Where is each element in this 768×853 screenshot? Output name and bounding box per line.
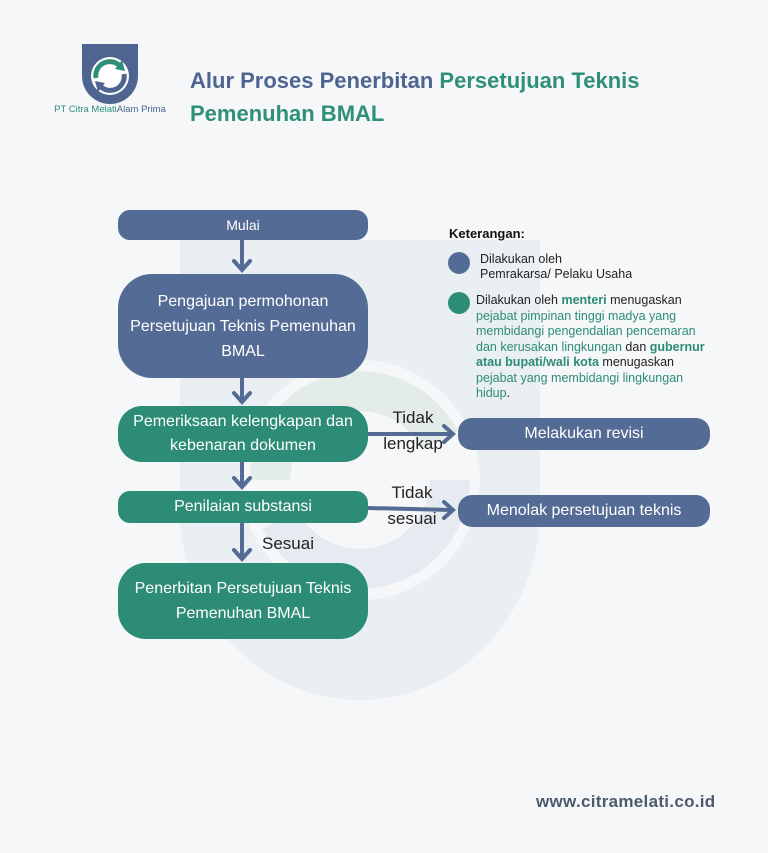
legend-blue-dot-icon bbox=[448, 252, 470, 274]
check-node: Pemeriksaan kelengkapan dan kebenaran do… bbox=[118, 406, 368, 462]
company-name: PT Citra MelatiAlam Prima bbox=[54, 104, 166, 115]
arrowhead-2 bbox=[232, 391, 252, 406]
arrowhead-6 bbox=[442, 500, 457, 520]
revise-node: Melakukan revisi bbox=[458, 418, 710, 450]
company-logo-icon bbox=[82, 44, 138, 104]
arrowhead-1 bbox=[232, 259, 252, 274]
issue-node: Penerbitan Persetujuan Teknis Pemenuhan … bbox=[118, 563, 368, 639]
arrowhead-5 bbox=[442, 424, 457, 444]
arrow-assess-to-reject bbox=[366, 506, 454, 512]
reject-node: Menolak persetujuan teknis bbox=[458, 495, 710, 527]
legend-title: Keterangan: bbox=[449, 226, 525, 241]
page-title: Alur Proses Penerbitan Persetujuan Tekni… bbox=[190, 68, 640, 126]
website-url: www.citramelati.co.id bbox=[536, 792, 716, 811]
assess-node: Penilaian substansi bbox=[118, 491, 368, 523]
edge-label-fit: Sesuai bbox=[262, 534, 314, 553]
start-node: Mulai bbox=[118, 210, 368, 240]
legend-green-dot-icon bbox=[448, 292, 470, 314]
arrowhead-4 bbox=[232, 548, 252, 563]
apply-node: Pengajuan permohonan Persetujuan Teknis … bbox=[118, 274, 368, 378]
arrowhead-3 bbox=[232, 476, 252, 491]
